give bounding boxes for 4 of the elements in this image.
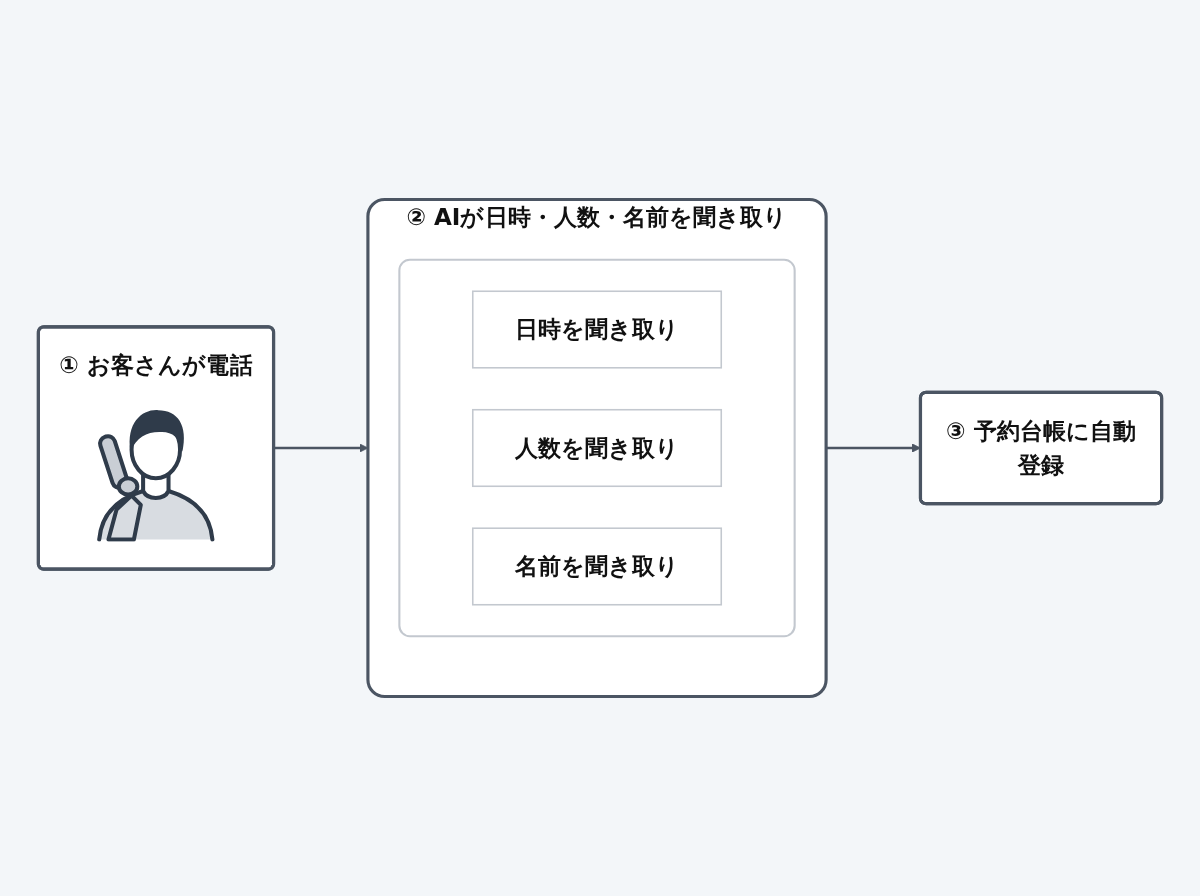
node-box: 人数を聞き取り [472,408,723,488]
cluster [398,258,796,638]
node-box: 日時を聞き取り [472,290,723,369]
node-box: 名前を聞き取り [472,527,723,606]
